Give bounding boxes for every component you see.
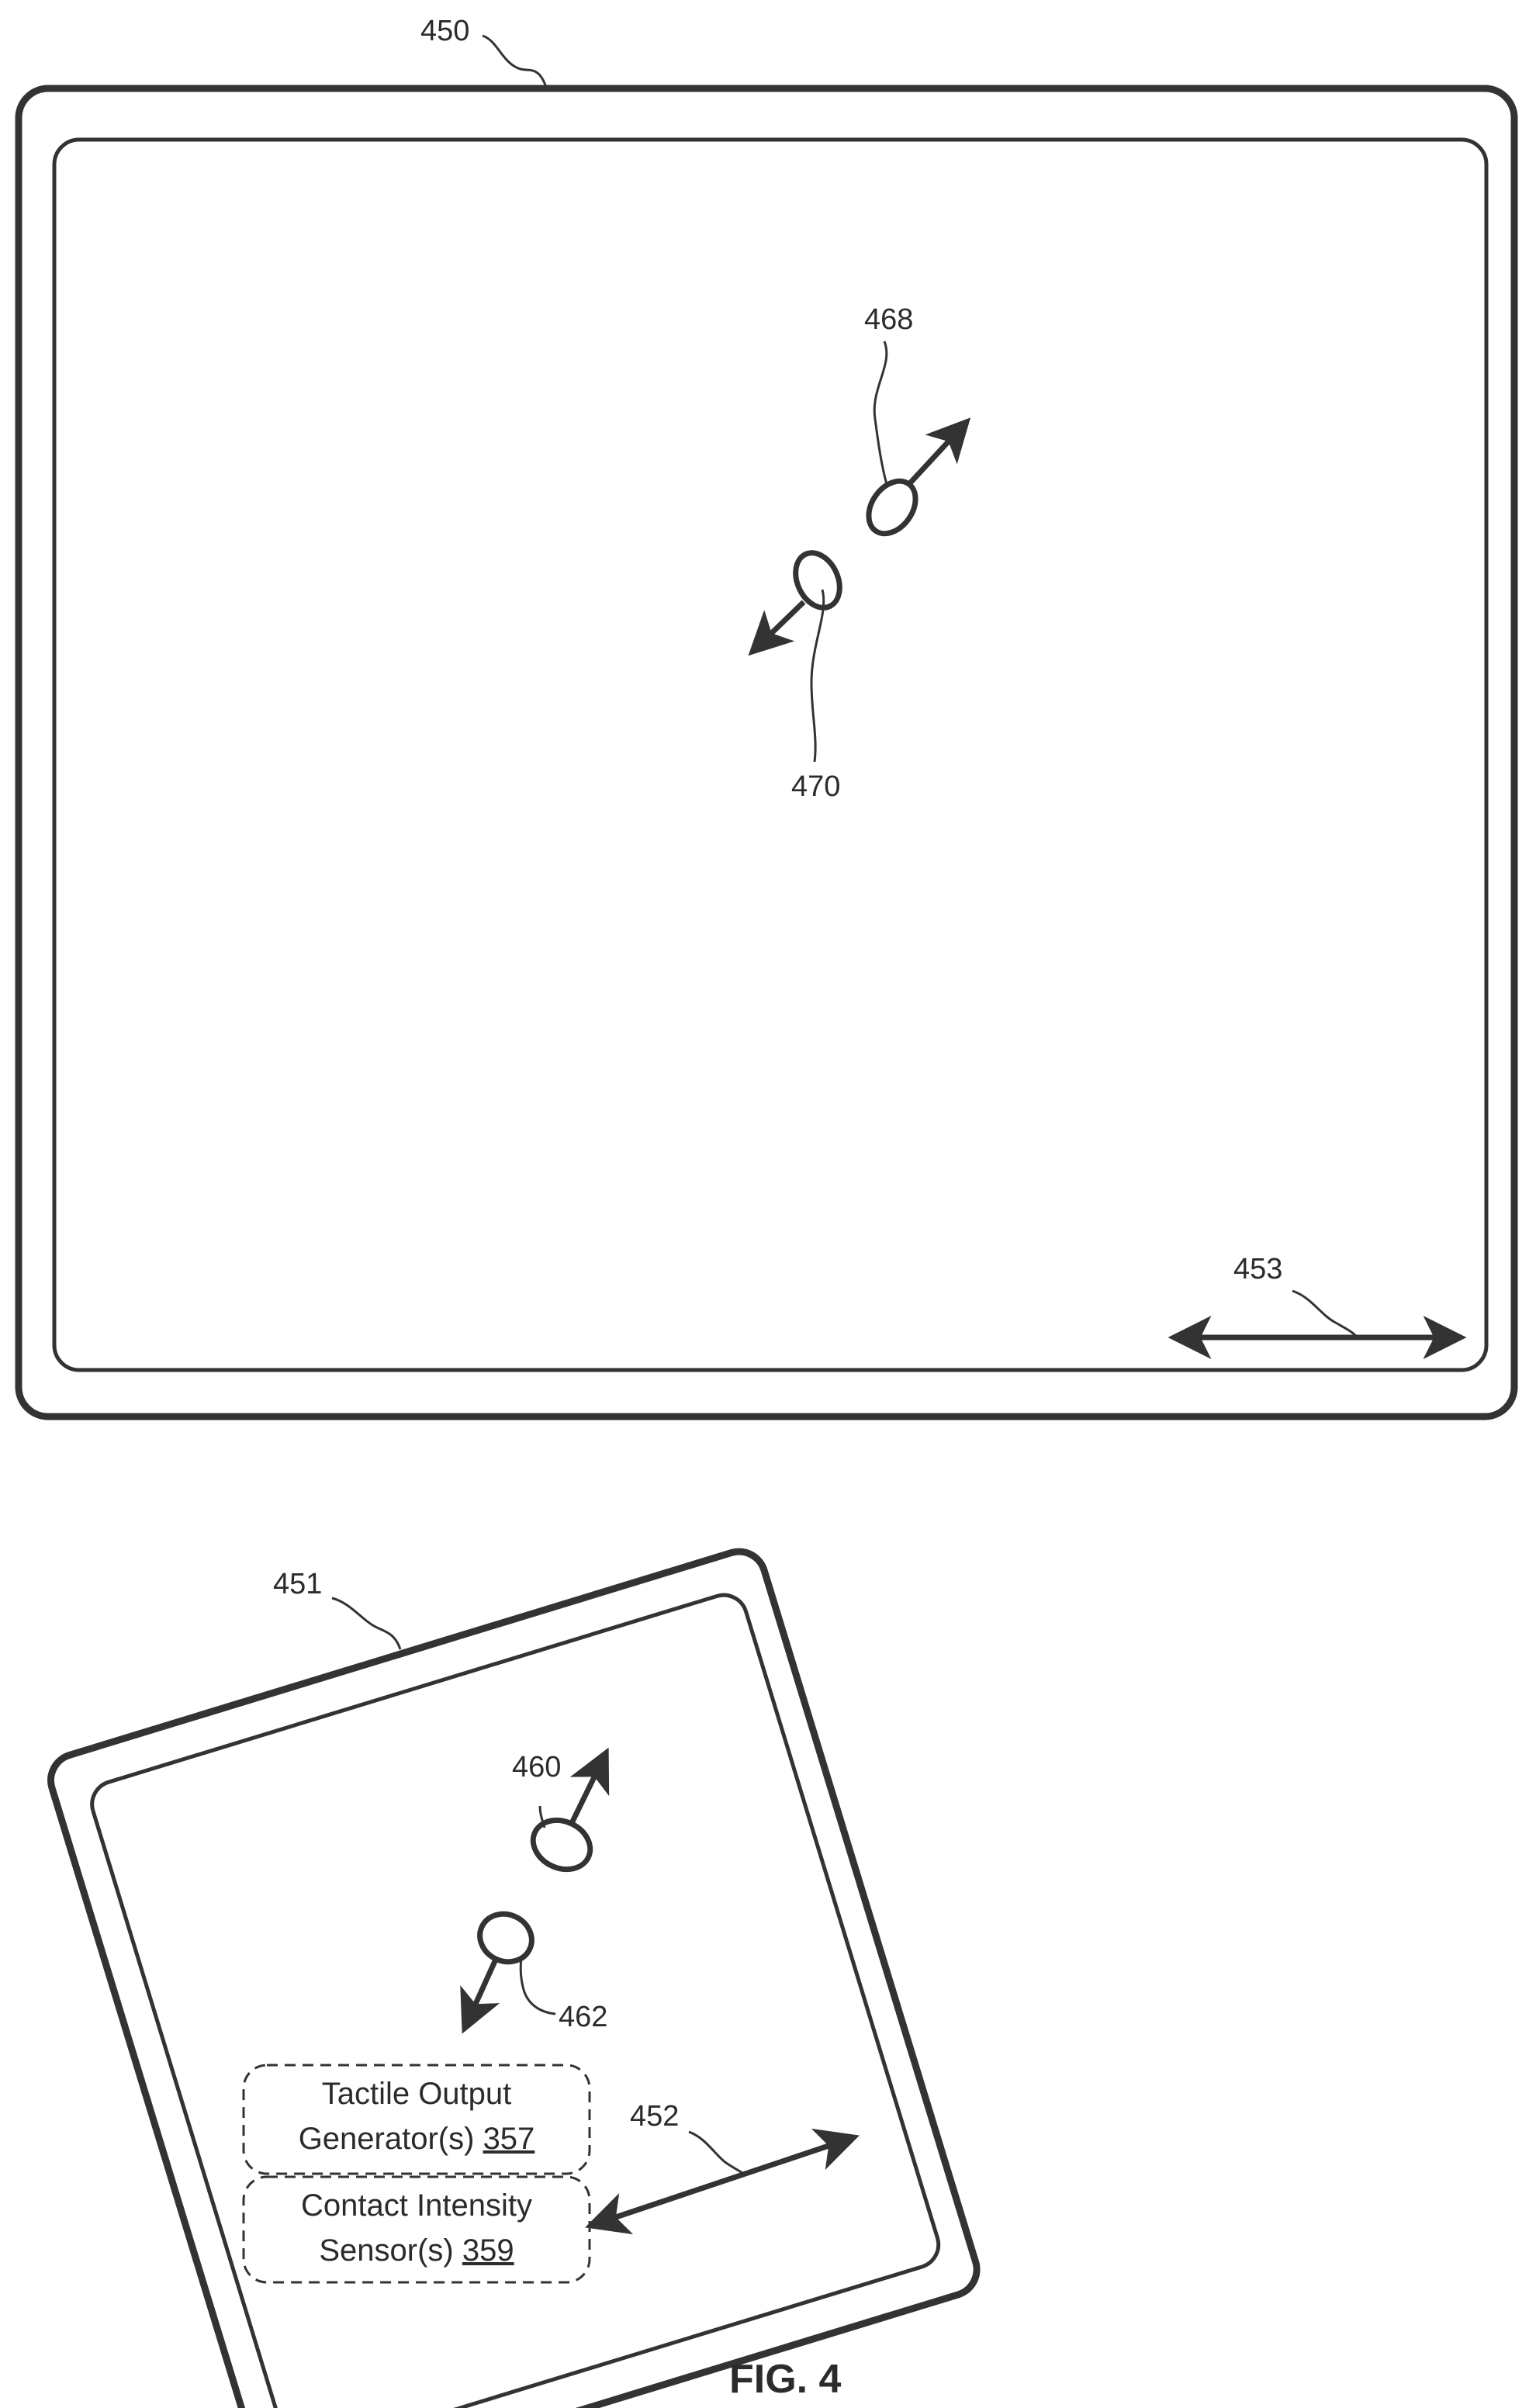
sensor-box-line2-group: Sensor(s) 359 (319, 2233, 514, 2268)
axis-452-label: 452 (630, 2100, 679, 2133)
display-inner-frame (54, 140, 1486, 1370)
axis-452-arrow (593, 2138, 852, 2225)
display-panel: 450 468 470 453 (19, 15, 1514, 1417)
tactile-box-number: 357 (483, 2122, 535, 2156)
tactile-box-line1: Tactile Output (322, 2077, 512, 2111)
contact-468-label: 468 (864, 303, 913, 336)
contact-462-leader (521, 1958, 555, 2014)
display-outer-frame (19, 88, 1514, 1417)
tactile-box-line2-group: Generator(s) 357 (299, 2122, 535, 2156)
contact-462-arrow (465, 1961, 495, 2026)
axis-452-leader (689, 2132, 746, 2175)
contact-460-arrow (573, 1755, 605, 1822)
touch-ref-leader (332, 1598, 400, 1649)
axis-453-label: 453 (1233, 1253, 1282, 1285)
contact-470-ellipse (787, 545, 848, 614)
display-ref-label: 450 (420, 15, 469, 47)
contact-470-arrow (754, 602, 804, 650)
contact-468-arrow (908, 424, 965, 486)
sensor-box-line2: Sensor(s) (319, 2233, 453, 2268)
tactile-box-line2: Generator(s) (299, 2122, 475, 2156)
axis-453-leader (1292, 1291, 1356, 1336)
touch-surface: 451 460 462 Tactile Output Generator(s) … (44, 1545, 983, 2408)
display-ref-leader (483, 36, 546, 87)
touch-ref-label: 451 (273, 1568, 322, 1600)
contact-470-leader (811, 590, 824, 762)
sensor-box-line1: Contact Intensity (301, 2188, 532, 2223)
contact-462-ellipse (472, 1905, 540, 1970)
contact-470-label: 470 (791, 770, 840, 803)
figure-label: FIG. 4 (729, 2357, 842, 2402)
contact-462-label: 462 (559, 2001, 607, 2033)
contact-468-ellipse (859, 472, 925, 542)
contact-460-ellipse (525, 1811, 598, 1878)
sensor-box-number: 359 (462, 2233, 514, 2268)
contact-460-label: 460 (512, 1751, 561, 1784)
contact-468-leader (874, 341, 887, 487)
